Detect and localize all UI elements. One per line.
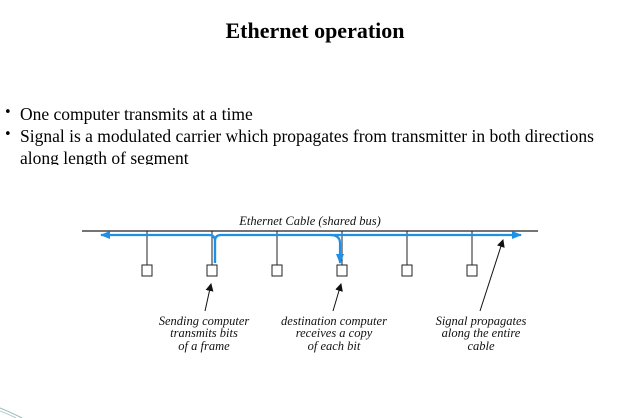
bullet-text: Signal is a modulated carrier which prop… [20,126,594,165]
bullet-item: • One computer transmits at a time [4,103,636,125]
signal-arrow-left [100,231,217,263]
bullet-icon: • [4,105,12,120]
signal-paths [100,231,522,264]
corner-decoration [0,407,23,418]
callout-propagation: Signal propagates along the entire cable [436,314,527,353]
computer-node-destination [336,264,348,277]
bullet-item: • Signal is a modulated carrier which pr… [4,125,636,165]
callout-line: transmits bits [170,326,238,340]
callout-line: Sending computer [159,314,250,328]
callout-destination: destination computer receives a copy of … [281,314,387,353]
callout-arrows [204,239,505,312]
callout-line: of each bit [308,339,361,353]
computer-node [271,264,283,277]
computer-node [401,264,413,277]
callout-line: receives a copy [296,326,373,340]
computer-node-sender [206,264,218,277]
callout-line: of a frame [178,339,230,353]
callout-line: Signal propagates [436,314,527,328]
bullet-icon: • [4,127,12,142]
cable-label: Ethernet Cable (shared bus) [238,214,381,228]
bullet-list: • One computer transmits at a time • Sig… [4,103,636,165]
callout-line: destination computer [281,314,387,328]
callout-line: along the entire [442,326,521,340]
signal-arrow-right [213,231,522,263]
callout-sending: Sending computer transmits bits of a fra… [159,314,250,353]
slide-title: Ethernet operation [225,18,405,43]
bullet-text: One computer transmits at a time [20,104,253,124]
callout-line: cable [467,339,495,353]
computer-node [141,264,153,277]
computer-node [466,264,478,277]
signal-arrow-down [329,233,344,264]
